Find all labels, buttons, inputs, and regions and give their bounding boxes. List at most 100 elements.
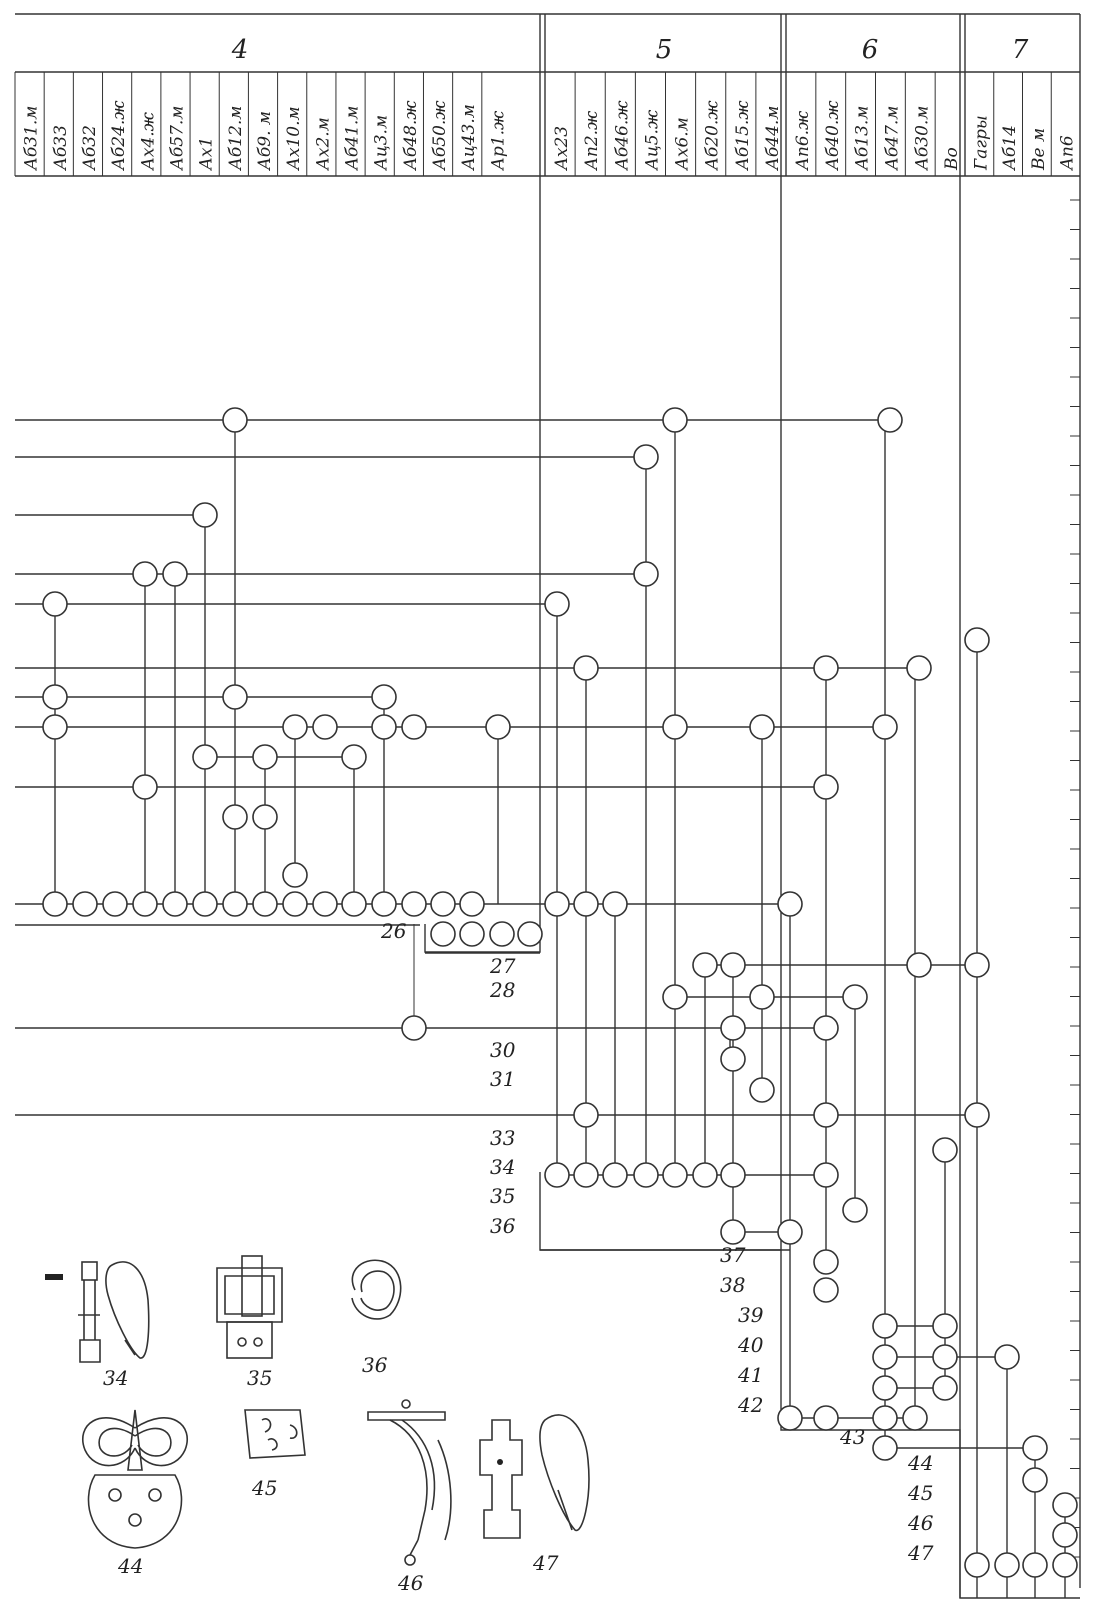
- occurrence-node: [517, 921, 543, 947]
- occurrence-node: [813, 655, 839, 681]
- occurrence-node: [749, 984, 775, 1010]
- occurrence-node: [544, 891, 570, 917]
- row-number: 36: [490, 1214, 516, 1238]
- occurrence-node: [573, 1102, 599, 1128]
- group-label-4: 4: [231, 35, 249, 65]
- occurrence-node: [401, 891, 427, 917]
- row-number: 41: [737, 1363, 763, 1387]
- occurrence-node: [932, 1313, 958, 1339]
- column-label: Аб9. м: [255, 111, 275, 171]
- column-label: Аб31.м: [22, 106, 42, 171]
- column-label: Аб14: [1000, 125, 1020, 171]
- occurrence-node: [573, 1162, 599, 1188]
- column-label: Аб30.м: [912, 106, 932, 171]
- occurrence-node: [341, 891, 367, 917]
- occurrence-node: [720, 1015, 746, 1041]
- column-label: Аб13.м: [853, 106, 873, 171]
- row-number: 40: [737, 1333, 764, 1357]
- occurrence-node: [813, 1277, 839, 1303]
- occurrence-node: [401, 714, 427, 740]
- occurrence-node: [252, 744, 278, 770]
- right-ruler: [1070, 199, 1080, 1558]
- row-number: 35: [490, 1184, 515, 1208]
- occurrence-node: [573, 655, 599, 681]
- occurrence-node: [813, 1162, 839, 1188]
- occurrence-node: [872, 1375, 898, 1401]
- occurrence-node: [312, 891, 338, 917]
- occurrence-node: [282, 714, 308, 740]
- occurrence-node: [1052, 1492, 1078, 1518]
- occurrence-node: [72, 891, 98, 917]
- occurrence-node: [162, 891, 188, 917]
- occurrence-node: [341, 744, 367, 770]
- row-number: 47: [907, 1541, 934, 1565]
- artifact-35-buckle-icon: [216, 1255, 283, 1359]
- occurrence-node: [1052, 1552, 1078, 1578]
- occurrence-node: [932, 1137, 958, 1163]
- occurrence-node: [222, 684, 248, 710]
- occurrence-node: [692, 1162, 718, 1188]
- occurrence-node: [749, 1077, 775, 1103]
- occurrence-node: [1022, 1552, 1048, 1578]
- occurrence-node: [459, 921, 485, 947]
- column-label: Аб40.ж: [823, 100, 843, 171]
- occurrence-node: [544, 591, 570, 617]
- occurrence-node: [720, 1162, 746, 1188]
- column-label: Ац43.м: [459, 104, 479, 171]
- column-label: Аб47.м: [882, 106, 902, 171]
- occurrence-node: [282, 891, 308, 917]
- row-number: 45: [907, 1481, 933, 1505]
- group-label-5: 5: [656, 35, 673, 65]
- occurrence-node: [222, 407, 248, 433]
- occurrence-node: [459, 891, 485, 917]
- occurrence-node: [994, 1344, 1020, 1370]
- occurrence-node: [842, 1197, 868, 1223]
- row-number: 44: [907, 1451, 933, 1475]
- occurrence-node: [371, 891, 397, 917]
- occurrence-node: [192, 744, 218, 770]
- occurrence-node: [489, 921, 515, 947]
- occurrence-node: [932, 1375, 958, 1401]
- occurrence-node: [544, 1162, 570, 1188]
- column-label: Аб12.м: [226, 106, 246, 171]
- artifact-46-pin-icon: [367, 1399, 452, 1566]
- row-number: 30: [490, 1038, 516, 1062]
- column-label: Во: [942, 147, 962, 171]
- row-number: 31: [490, 1067, 515, 1091]
- column-label: Аб44.м: [763, 106, 783, 171]
- occurrence-node: [430, 921, 456, 947]
- occurrence-node: [371, 684, 397, 710]
- occurrence-node: [132, 891, 158, 917]
- row-number: 28: [489, 978, 515, 1002]
- occurrence-node: [662, 984, 688, 1010]
- occurrence-node: [1022, 1435, 1048, 1461]
- artifact-label-34: 34: [103, 1366, 128, 1390]
- occurrence-node: [602, 891, 628, 917]
- artifact-34-fibula-icon: [45, 1261, 150, 1363]
- artifact-label-36: 36: [362, 1353, 388, 1377]
- occurrence-node: [162, 561, 188, 587]
- column-label: Гагры: [971, 115, 991, 171]
- column-label: Ап2.ж: [582, 110, 602, 171]
- occurrence-node: [813, 1249, 839, 1275]
- occurrence-node: [813, 774, 839, 800]
- occurrence-node: [633, 444, 659, 470]
- occurrence-node: [132, 561, 158, 587]
- occurrence-node: [633, 561, 659, 587]
- row-number: 39: [738, 1303, 764, 1327]
- row-number: 26: [380, 919, 407, 943]
- column-label: Аб15.ж: [733, 100, 753, 171]
- block-boundary-5-6: [539, 14, 782, 1251]
- occurrence-node: [906, 952, 932, 978]
- occurrence-node: [777, 1405, 803, 1431]
- group-label-6: 6: [862, 35, 879, 65]
- column-label: Ах1: [197, 137, 217, 171]
- column-label: Аб33: [51, 125, 71, 171]
- artifact-45-plate-icon: [244, 1409, 306, 1459]
- column-label: Аб20.ж: [703, 100, 723, 171]
- column-label: Ап6: [1058, 135, 1078, 171]
- occurrence-node: [1052, 1522, 1078, 1548]
- artifact-label-46: 46: [397, 1571, 424, 1595]
- column-label: Ах2.м: [313, 117, 333, 171]
